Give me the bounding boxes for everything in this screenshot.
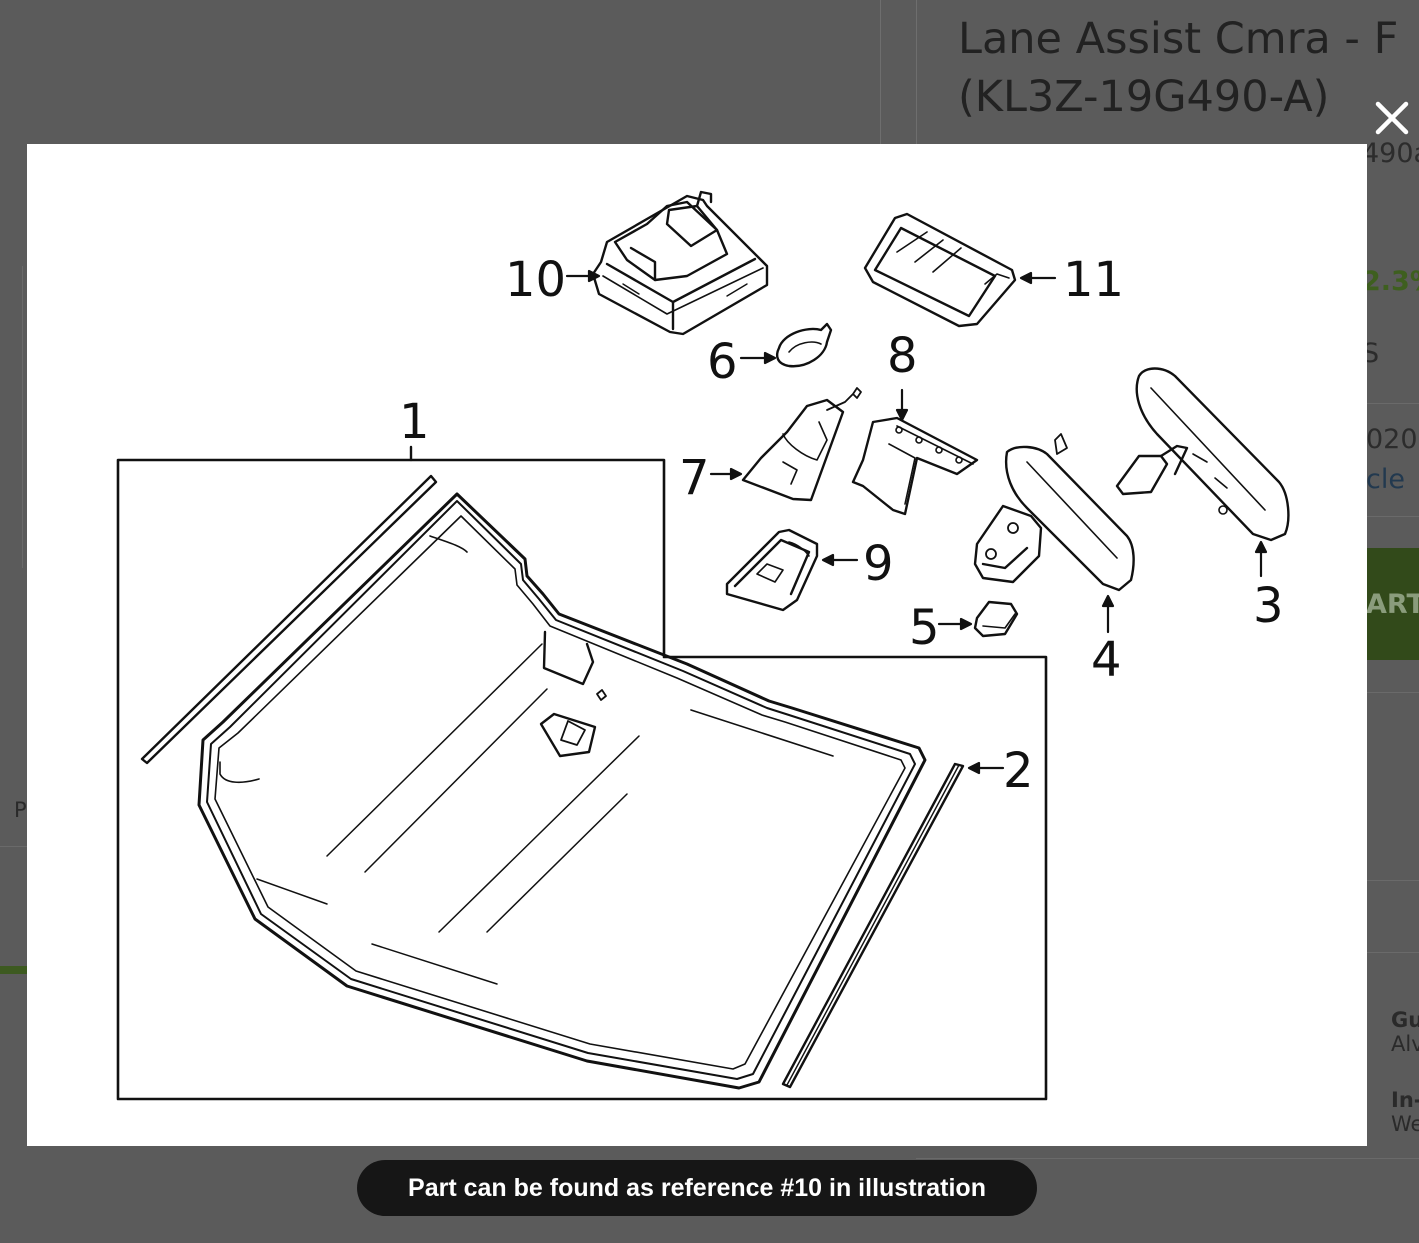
background-fragment: P <box>14 798 27 822</box>
adhesive-pad <box>973 600 1019 638</box>
group-box-outline <box>116 458 1048 1101</box>
callout-8: 8 <box>887 328 918 384</box>
rear-view-mirror-auto-dim <box>1115 367 1290 542</box>
add-to-cart-button[interactable]: ART <box>1366 548 1419 660</box>
discount-percent: 2.3% <box>1362 266 1419 297</box>
guarantee-subtitle: Alv <box>1391 1032 1419 1056</box>
callout-4: 4 <box>1091 632 1122 688</box>
illustration-caption: Part can be found as reference #10 in il… <box>357 1160 1037 1216</box>
callout-labels: 1 2 3 4 5 6 7 8 9 10 11 <box>399 252 1284 799</box>
callout-2: 2 <box>1003 743 1034 799</box>
close-icon <box>1375 101 1409 135</box>
lane-assist-camera-module <box>591 190 769 336</box>
left-molding-strip <box>140 474 438 765</box>
parts-illustration: 1 2 3 4 5 6 7 8 9 10 11 <box>116 190 1290 1101</box>
background-progress <box>0 966 27 974</box>
callout-9: 9 <box>863 536 894 592</box>
instock-title: In- <box>1391 1088 1419 1112</box>
background-divider <box>916 0 917 150</box>
callout-7: 7 <box>679 450 710 506</box>
vehicle-year: 020 <box>1366 424 1418 455</box>
close-button[interactable] <box>1370 96 1414 140</box>
callout-3: 3 <box>1253 578 1284 634</box>
instock-subtitle: We <box>1391 1112 1419 1136</box>
callout-10: 10 <box>505 252 566 308</box>
clip-part <box>775 322 833 368</box>
callout-arrows <box>565 269 1268 775</box>
mounting-bracket <box>851 416 979 516</box>
rear-view-mirror-basic <box>973 433 1135 592</box>
callout-1: 1 <box>399 394 430 450</box>
camera-bracket-cover <box>863 212 1017 328</box>
callout-5: 5 <box>909 600 940 656</box>
guarantee-title: Gu <box>1391 1008 1419 1032</box>
background-divider <box>880 0 881 150</box>
callout-6: 6 <box>707 334 738 390</box>
caption-text: Part can be found as reference #10 in il… <box>408 1173 986 1202</box>
product-subtitle-fragment: 490a <box>1362 138 1419 169</box>
right-molding-strip <box>781 762 965 1089</box>
callout-11: 11 <box>1063 252 1124 308</box>
product-title: Lane Assist Cmra - F (KL3Z-19G490-A) <box>958 14 1399 122</box>
camera-bracket <box>725 528 819 612</box>
vehicle-link[interactable]: cle <box>1366 464 1405 495</box>
add-to-cart-label: ART <box>1366 588 1419 620</box>
windshield-glass <box>197 492 927 1090</box>
illustration-modal: 1 2 3 4 5 6 7 8 9 10 11 <box>27 144 1367 1146</box>
wire-cover <box>741 387 862 502</box>
